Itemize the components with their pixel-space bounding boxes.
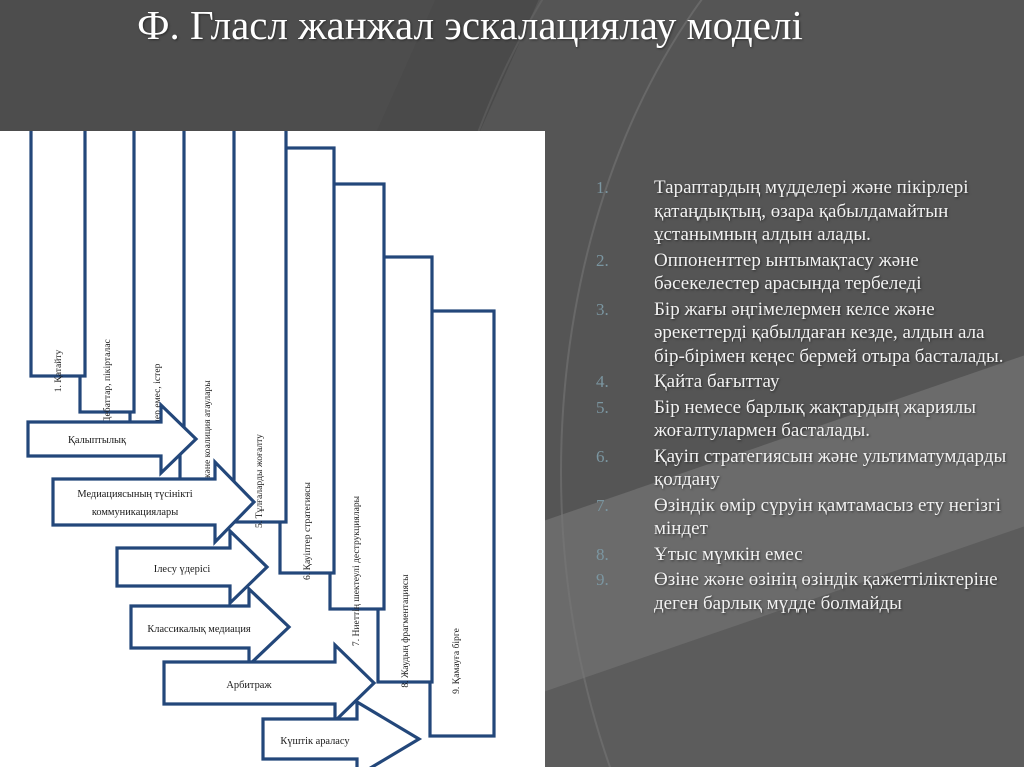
list-item-number: 2.	[596, 250, 609, 270]
intervention-label-3: Ілесу үдерісі	[154, 564, 211, 575]
numbered-list: 1. Тараптардың мүдделері және пікірлері …	[596, 176, 1008, 617]
list-item-text: Өзіндік өмір сүруін қамтамасыз ету негіз…	[654, 494, 1001, 540]
stage-box-5[interactable]	[230, 131, 288, 524]
list-item-number: 4.	[596, 372, 609, 391]
stage-box-1[interactable]	[29, 131, 87, 378]
list-item-number: 9.	[596, 570, 609, 589]
list-item: 9. Өзіне және өзінің өзіндік қажеттілікт…	[596, 568, 1008, 615]
diagram-panel: 1. Қатайту 2. Дебаттар, пікірталас 3. Сө…	[0, 131, 545, 767]
stage-label-4: 4. Имидж және коалиция атаулары	[202, 380, 213, 522]
list-item: 8. Ұтыс мүмкін емес	[596, 543, 1008, 567]
intervention-label-2-line1: Медиациясының түсінікті	[77, 489, 192, 500]
stage-box-9[interactable]	[428, 309, 496, 738]
intervention-label-4: Классикалық медиация	[147, 624, 251, 635]
list-item-text: Өзіне және өзінің өзіндік қажеттіліктері…	[654, 569, 998, 614]
list-item: 7. Өзіндік өмір сүруін қамтамасыз ету не…	[596, 494, 1008, 541]
list-item-number: 8.	[596, 544, 609, 564]
list-item-text: Оппоненттер ынтымақтасу және бәсекелесте…	[654, 249, 922, 295]
list-item-text: Қауіп стратегиясын және ультиматумдарды …	[654, 445, 1007, 491]
intervention-arrow-5[interactable]	[162, 641, 377, 725]
list-item-text: Қайта бағыттау	[654, 371, 780, 392]
intervention-label-1: Қалыптылық	[68, 435, 127, 446]
intervention-arrow-4[interactable]	[129, 585, 292, 669]
list-item: 4. Қайта бағыттау	[596, 370, 1008, 394]
intervention-label-6: Күштік араласу	[280, 736, 350, 747]
stage-label-1: 1. Қатайту	[53, 350, 64, 393]
stage-label-5: 5. Тұлғаларды жоғалту	[254, 434, 265, 528]
list-item-number: 7.	[596, 495, 609, 515]
intervention-arrow-6[interactable]	[261, 699, 423, 767]
slide-title: Ф. Гласл жанжал эскалациялау моделі	[137, 2, 803, 48]
list-item: 5. Бір немесе барлық жақтардың жариялы ж…	[596, 396, 1008, 443]
list-item: 2. Оппоненттер ынтымақтасу және бәсекеле…	[596, 249, 1008, 296]
intervention-arrow-3[interactable]	[115, 527, 270, 607]
intervention-arrow-1[interactable]	[26, 401, 199, 477]
list-item-text: Тараптардың мүдделері және пікірлері қат…	[654, 177, 969, 245]
stage-label-2: 2. Дебаттар, пікірталас	[102, 339, 113, 433]
stage-label-9: 9. Қамауға бірге	[451, 628, 462, 694]
stage-label-3: 3. Сөздер емес, істер	[152, 363, 163, 448]
intervention-label-5: Арбитраж	[226, 680, 272, 691]
list-item-text: Ұтыс мүмкін емес	[654, 543, 803, 565]
stage-box-8[interactable]	[376, 255, 434, 684]
list-item: 6. Қауіп стратегиясын және ультиматумдар…	[596, 445, 1008, 492]
intervention-label-2-line2: коммуникациялары	[92, 507, 178, 518]
list-item-number: 6.	[596, 446, 609, 466]
stage-label-7: 7. Ниеттің шектеулі деструкциялары	[351, 495, 362, 646]
list-item: 3. Бір жағы әңгімелермен келсе және әрек…	[596, 298, 1008, 369]
intervention-arrow-2[interactable]	[51, 458, 257, 546]
list-item-text: Бір немесе барлық жақтардың жариялы жоға…	[654, 396, 976, 442]
stage-label-8: 8. Жаудың фрагментациясы	[400, 574, 411, 688]
stage-box-7[interactable]	[328, 182, 386, 611]
list-item-number: 3.	[596, 299, 609, 319]
list-item-number: 1.	[596, 178, 609, 197]
list-item-text: Бір жағы әңгімелермен келсе және әрекетт…	[654, 298, 1004, 367]
stage-label-6: 6. Қауіптер стратегиясы	[302, 481, 313, 580]
list-item: 1. Тараптардың мүдделері және пікірлері …	[596, 176, 1008, 247]
list-item-number: 5.	[596, 397, 609, 417]
